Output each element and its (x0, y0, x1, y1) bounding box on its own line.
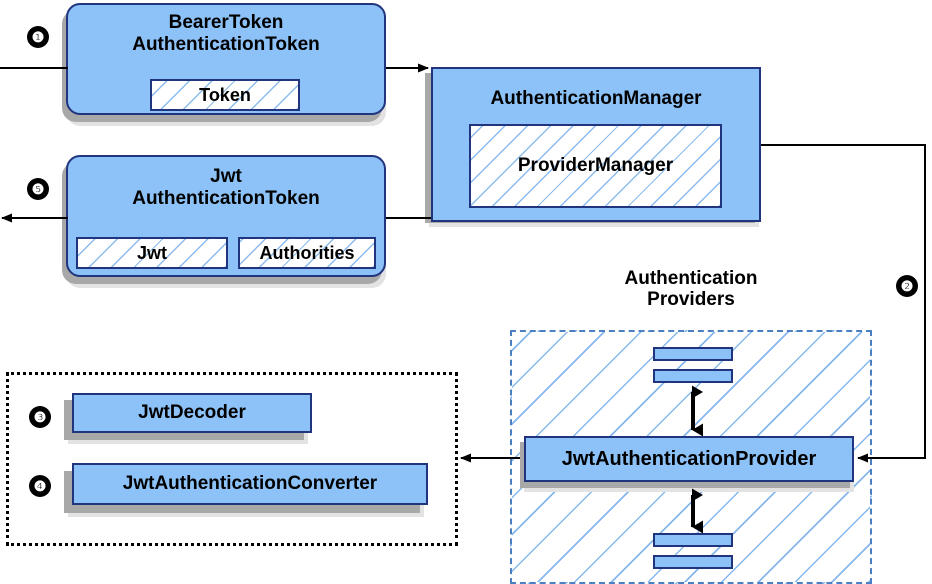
provider-placeholder-bar-top-2 (653, 369, 733, 383)
provider-manager-label: ProviderManager (517, 155, 674, 176)
authentication-providers-label-line1: Authentication (624, 268, 758, 289)
jwt-token-label-line1: Jwt (210, 166, 242, 187)
provider-placeholder-bar-bottom-2 (653, 555, 733, 569)
bearer-token-label-line2: AuthenticationToken (132, 34, 320, 56)
jwt-decoder-label: JwtDecoder (138, 402, 246, 423)
provider-placeholder-bar-top-1 (653, 347, 733, 361)
jwt-support-group (6, 372, 458, 546)
jwt-token-slot-jwt-label: Jwt (136, 242, 167, 263)
bearer-token-slot-token[interactable]: Token (150, 79, 300, 111)
jwt-authentication-converter-label: JwtAuthenticationConverter (122, 473, 378, 494)
authentication-providers-label-line2: Providers (647, 289, 735, 311)
jwt-token-slot-authorities[interactable]: Authorities (238, 237, 376, 269)
authentication-providers-label: Authentication Providers (563, 268, 819, 311)
jwt-authentication-provider-label: JwtAuthenticationProvider (561, 447, 817, 470)
step-bullet-4: ❹ (29, 475, 51, 497)
jwt-token-slot-jwt[interactable]: Jwt (76, 237, 228, 269)
authentication-manager-label: AuthenticationManager (490, 88, 702, 109)
authentication-manager-slot-provider-manager[interactable]: ProviderManager (469, 124, 722, 208)
step-bullet-5: ❺ (27, 178, 49, 200)
provider-placeholder-bar-bottom-1 (653, 533, 733, 547)
step-bullet-2: ❷ (896, 275, 918, 297)
jwt-decoder-node[interactable]: JwtDecoder (72, 393, 312, 433)
jwt-authentication-converter-node[interactable]: JwtAuthenticationConverter (72, 463, 428, 505)
jwt-token-label-line2: AuthenticationToken (132, 188, 320, 210)
bearer-token-label-line1: BearerToken (168, 12, 284, 33)
step-bullet-1: ❶ (27, 26, 49, 48)
step-bullet-3: ❸ (29, 406, 51, 428)
jwt-token-slot-authorities-label: Authorities (259, 242, 355, 263)
jwt-authentication-provider-node[interactable]: JwtAuthenticationProvider (524, 436, 854, 482)
bearer-token-slot-token-label: Token (199, 84, 251, 105)
